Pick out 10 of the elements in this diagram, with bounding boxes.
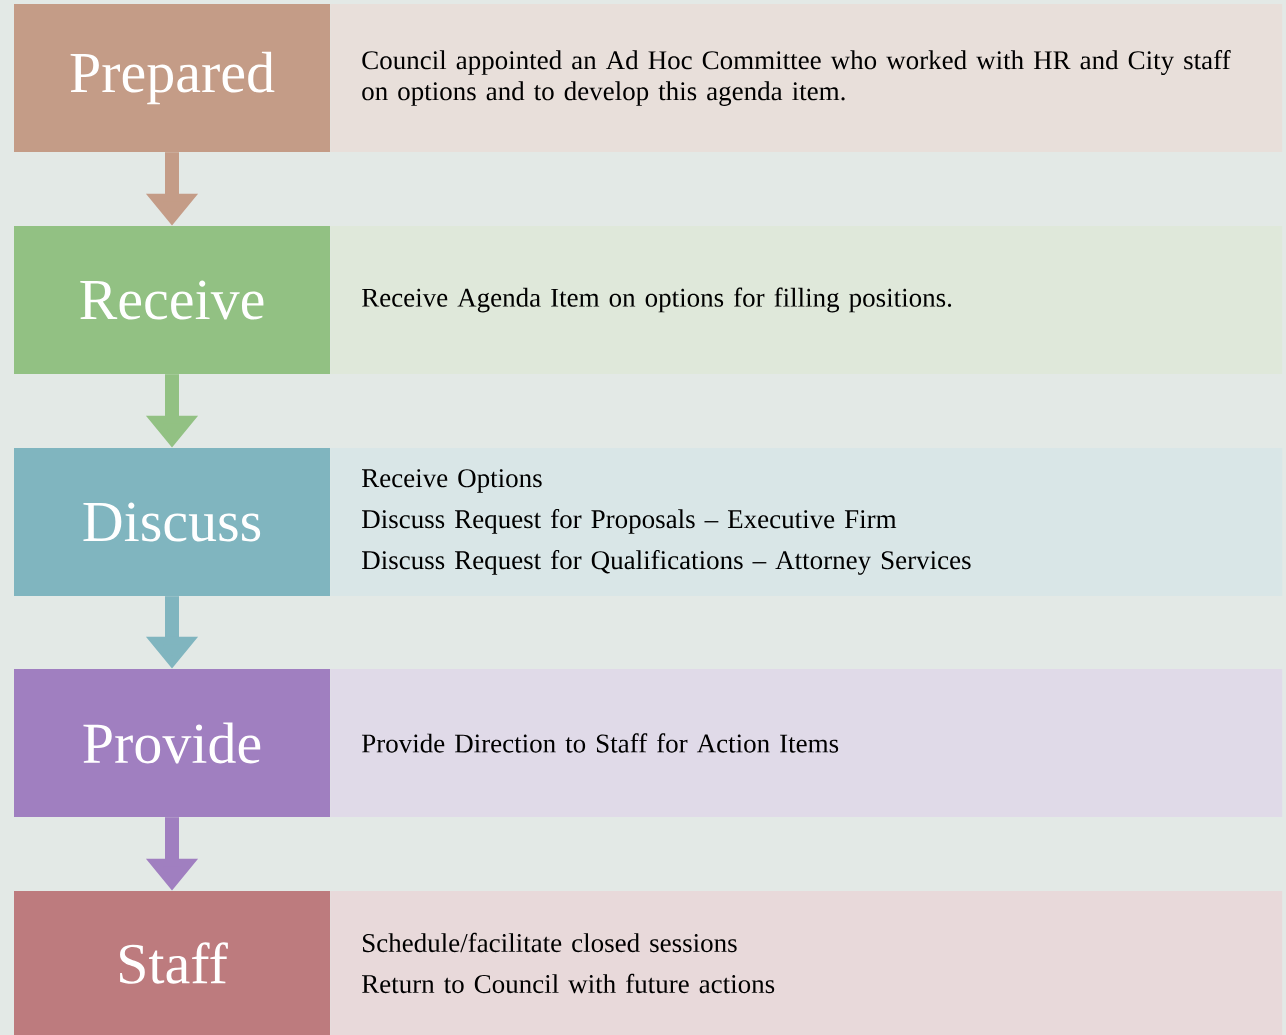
description-panel: Receive Options Discuss Request for Proposals – Executive Firm Discuss Request for Qualifications – Attorney Services: [330, 448, 1283, 596]
step-box: Discuss: [14, 448, 330, 596]
description-panel: Council appointed an Ad Hoc Committee who worked with HR and City staff on options and to develop this agenda item.: [330, 4, 1283, 152]
description-panel: Receive Agenda Item on options for filling positions.: [330, 226, 1283, 374]
step-box: Receive: [14, 226, 330, 374]
description-panel: Schedule/facilitate closed sessions Return to Council with future actions: [330, 891, 1283, 1035]
step-box: Provide: [14, 669, 330, 817]
step-box: Staff: [14, 891, 330, 1035]
step-box: Prepared: [14, 4, 330, 152]
description-panel: Provide Direction to Staff for Action Items: [330, 669, 1283, 817]
